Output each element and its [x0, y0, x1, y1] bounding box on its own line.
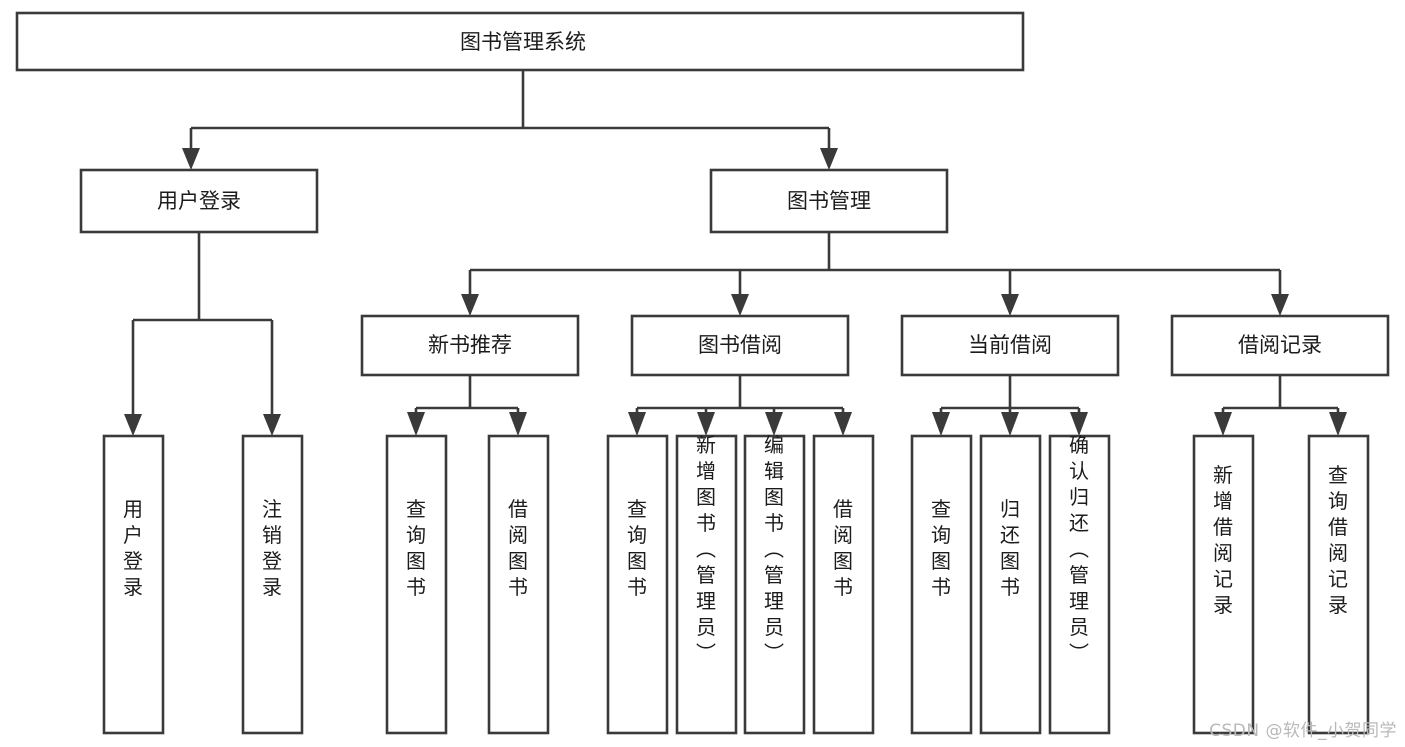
node-current-borrow-box[interactable] [900, 314, 1120, 377]
leaf-node[interactable]: 归还图书 [979, 434, 1042, 735]
node-new-book-recommend-box[interactable] [360, 314, 580, 377]
leaf-nbr-borrow-book-box[interactable] [487, 434, 550, 735]
node-book-manage[interactable]: 图书管理 [709, 168, 949, 234]
leaf-nbr-query-book-box[interactable] [385, 434, 448, 735]
node-book-borrow-label: 图书借阅 [698, 333, 782, 357]
arrowhead-book-borrow [731, 294, 749, 316]
arrowhead-ul-leaf2 [263, 414, 281, 436]
arrowhead-user-login [182, 148, 200, 170]
leaf-cb-confirm-return-label: 确认归还︵管理员︶ [1069, 433, 1089, 665]
arrowhead-new-book [461, 294, 479, 316]
leaf-user-login-box[interactable] [102, 434, 165, 735]
arrowhead-bb-l3 [765, 412, 783, 436]
node-book-borrow[interactable]: 图书借阅 [630, 314, 850, 377]
leaf-nbr-query-book-label: 查询图书 [406, 497, 426, 599]
arrowhead-ul-leaf1 [124, 414, 142, 436]
node-new-book-recommend-label: 新书推荐 [428, 333, 512, 357]
leaf-node[interactable]: 注销登录 [241, 434, 304, 735]
arrowhead-cb-l3 [1070, 412, 1088, 436]
node-root-label: 图书管理系统 [460, 30, 586, 54]
node-borrow-record-label: 借阅记录 [1238, 333, 1322, 357]
node-current-borrow-label: 当前借阅 [968, 333, 1052, 357]
arrowhead-cb-l1 [932, 412, 950, 436]
leaf-bb-borrow-book-box[interactable] [812, 434, 875, 735]
arrowhead-book-manage [820, 148, 838, 170]
leaf-node[interactable]: 查询图书 [606, 434, 669, 735]
arrowhead-nbr-l1 [407, 412, 425, 436]
leaf-node[interactable]: 借阅图书 [487, 434, 550, 735]
leaf-cb-confirm-return-box[interactable] [1048, 434, 1111, 735]
node-user-login-box[interactable] [79, 168, 319, 234]
arrowhead-borrow-record [1271, 294, 1289, 316]
node-borrow-record-box[interactable] [1170, 314, 1390, 377]
arrowhead-cb-l2 [1001, 412, 1019, 436]
leaf-br-query-record-box[interactable] [1307, 434, 1370, 735]
leaf-cb-query-book-label: 查询图书 [931, 497, 951, 599]
leaf-br-add-record-label: 新增借阅记录 [1213, 463, 1233, 617]
node-book-borrow-box[interactable] [630, 314, 850, 377]
leaf-node[interactable]: 编辑图书︵管理员︶ [743, 433, 806, 735]
leaf-cb-return-book-box[interactable] [979, 434, 1042, 735]
arrowhead-bb-l2 [697, 412, 715, 436]
arrowhead-nbr-l2 [509, 412, 527, 436]
leaf-node[interactable]: 查询图书 [910, 434, 973, 735]
leaf-bb-add-book-box[interactable] [675, 434, 738, 735]
leaf-bb-query-book-label: 查询图书 [627, 497, 647, 599]
leaf-nbr-borrow-book-label: 借阅图书 [508, 497, 528, 599]
node-borrow-record[interactable]: 借阅记录 [1170, 314, 1390, 377]
leaf-node[interactable]: 新增借阅记录 [1192, 434, 1255, 735]
node-user-login-label: 用户登录 [157, 189, 241, 213]
arrowhead-br-l1 [1214, 412, 1232, 436]
leaf-node[interactable]: 用户登录 [102, 434, 165, 735]
leaf-user-login-label: 用户登录 [123, 497, 143, 599]
leaf-bb-borrow-book-label: 借阅图书 [833, 497, 853, 599]
leaf-node[interactable]: 新增图书︵管理员︶ [675, 433, 738, 735]
node-root-box[interactable] [15, 11, 1025, 72]
leaf-bb-edit-book-box[interactable] [743, 434, 806, 735]
leaf-bb-add-book-label: 新增图书︵管理员︶ [696, 433, 716, 665]
node-current-borrow[interactable]: 当前借阅 [900, 314, 1120, 377]
connector-layer [124, 70, 1347, 436]
leaf-cb-return-book-label: 归还图书 [1000, 497, 1020, 599]
leaf-br-add-record-box[interactable] [1192, 434, 1255, 735]
node-book-manage-label: 图书管理 [787, 189, 871, 213]
leaf-br-query-record-label: 查询借阅记录 [1328, 463, 1348, 617]
leaf-cb-query-book-box[interactable] [910, 434, 973, 735]
leaf-node[interactable]: 确认归还︵管理员︶ [1048, 433, 1111, 735]
node-new-book-recommend[interactable]: 新书推荐 [360, 314, 580, 377]
arrowhead-br-l2 [1329, 412, 1347, 436]
leaf-logout-box[interactable] [241, 434, 304, 735]
leaf-logout-label: 注销登录 [262, 497, 282, 599]
arrowhead-current-borrow [1001, 294, 1019, 316]
arrowhead-bb-l1 [628, 412, 646, 436]
leaf-node[interactable]: 查询图书 [385, 434, 448, 735]
arrowhead-bb-l4 [834, 412, 852, 436]
node-book-manage-box[interactable] [709, 168, 949, 234]
leaf-node[interactable]: 借阅图书 [812, 434, 875, 735]
node-user-login[interactable]: 用户登录 [79, 168, 319, 234]
leaf-bb-query-book-box[interactable] [606, 434, 669, 735]
leaf-bb-edit-book-label: 编辑图书︵管理员︶ [764, 433, 784, 665]
leaf-node[interactable]: 查询借阅记录 [1307, 434, 1370, 735]
node-root[interactable]: 图书管理系统 [15, 11, 1025, 72]
